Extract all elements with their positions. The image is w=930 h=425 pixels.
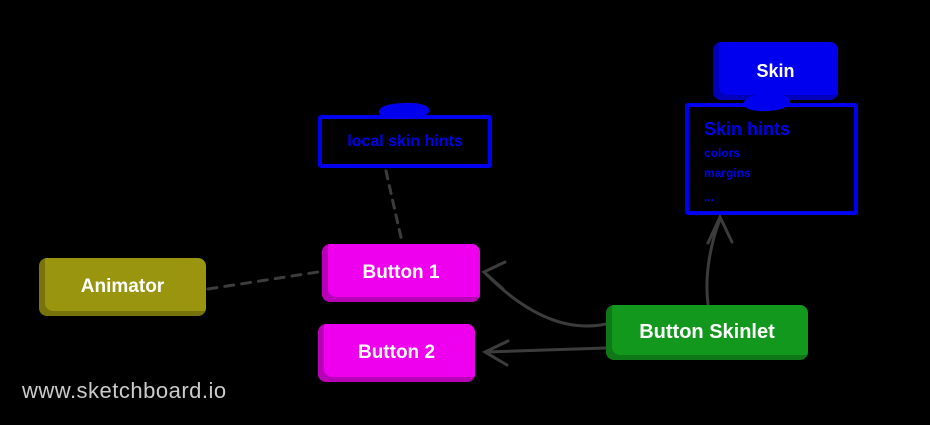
node-button2-label: Button 2 bbox=[357, 342, 436, 363]
node-animator[interactable]: Animator bbox=[39, 258, 206, 316]
skin-hints-item-ellipsis: ... bbox=[704, 190, 715, 204]
skin-hints-item-margins: margins bbox=[704, 166, 751, 180]
node-button-skinlet-label: Button Skinlet bbox=[639, 321, 775, 343]
node-animator-label: Animator bbox=[80, 276, 165, 297]
node-button1[interactable]: Button 1 bbox=[322, 244, 480, 302]
node-local-skin-hints-label: local skin hints bbox=[347, 132, 463, 150]
skin-hints-item-colors: colors bbox=[704, 146, 741, 160]
edge-skinlet-skinhints[interactable] bbox=[705, 213, 734, 306]
node-button1-label: Button 1 bbox=[362, 262, 440, 283]
node-local-skin-hints[interactable]: local skin hints bbox=[318, 115, 492, 168]
edge-animator-button1[interactable] bbox=[206, 270, 320, 291]
edge-skinlet-button2[interactable] bbox=[481, 339, 608, 367]
sketchboard-watermark: www.sketchboard.io bbox=[22, 378, 227, 403]
node-skin[interactable]: Skin bbox=[713, 42, 838, 100]
edge-localhints-button1[interactable] bbox=[384, 169, 404, 244]
node-skin-hints[interactable]: Skin hints colors margins ... bbox=[685, 103, 858, 215]
skin-hints-title: Skin hints bbox=[704, 119, 791, 139]
node-skin-label: Skin bbox=[756, 60, 795, 81]
node-button2[interactable]: Button 2 bbox=[318, 324, 475, 382]
edge-skinlet-button1[interactable] bbox=[481, 260, 608, 328]
node-button-skinlet[interactable]: Button Skinlet bbox=[606, 305, 808, 360]
